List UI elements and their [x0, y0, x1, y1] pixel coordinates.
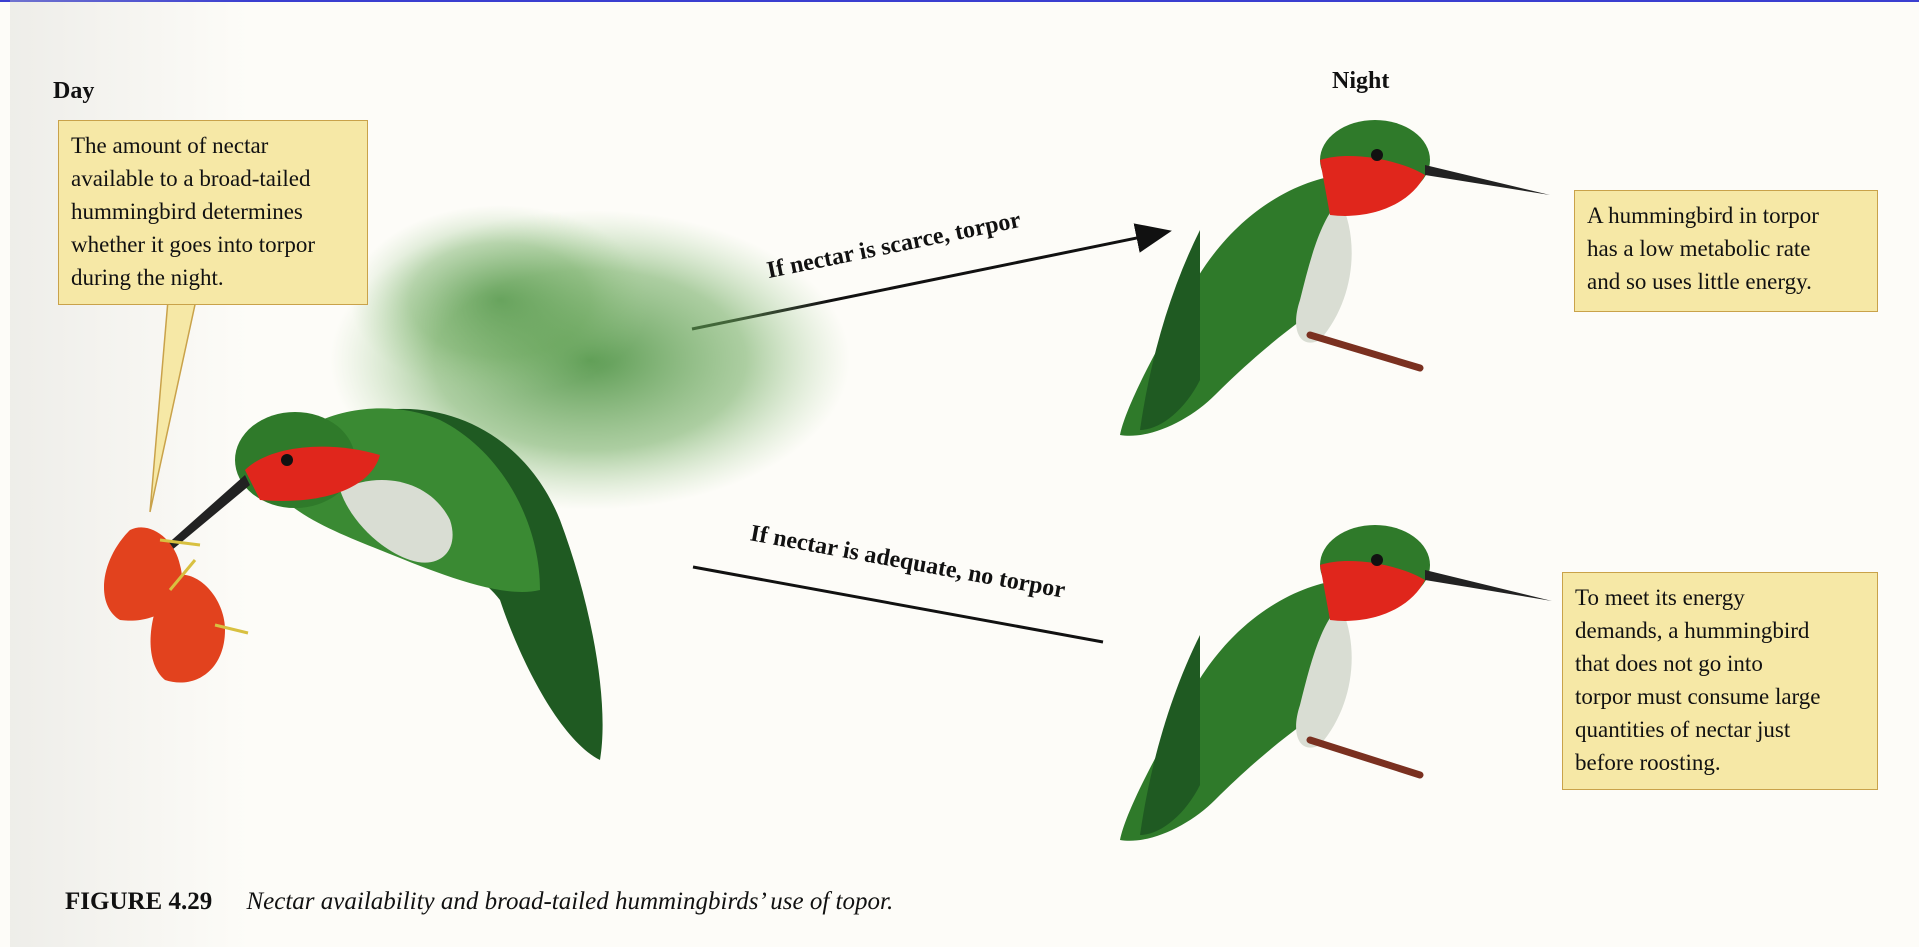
callout-line: that does not go into — [1575, 647, 1865, 680]
night-hummingbird-no-torpor — [1120, 525, 1552, 841]
figure-number: FIGURE 4.29 — [65, 888, 212, 915]
callout-line: quantities of nectar just — [1575, 713, 1865, 746]
day-callout: The amount of nectar available to a broa… — [58, 120, 368, 305]
callout-line: available to a broad-tailed — [71, 162, 355, 195]
night-hummingbird-torpor — [1120, 120, 1550, 436]
callout-line: demands, a hummingbird — [1575, 614, 1865, 647]
callout-line: torpor must consume large — [1575, 680, 1865, 713]
flowers — [104, 527, 248, 682]
day-label: Day — [53, 78, 94, 105]
night-label: Night — [1332, 68, 1389, 95]
callout-line: and so uses little energy. — [1587, 265, 1865, 298]
callout-line: To meet its energy — [1575, 581, 1865, 614]
callout-line: has a low metabolic rate — [1587, 232, 1865, 265]
figure-caption: FIGURE 4.29 Nectar availability and broa… — [65, 888, 893, 916]
callout-line: A hummingbird in torpor — [1587, 199, 1865, 232]
callout-line: before roosting. — [1575, 746, 1865, 779]
callout-line: hummingbird determines — [71, 195, 355, 228]
figure-caption-text: Nectar availability and broad-tailed hum… — [246, 888, 893, 915]
torpor-callout: A hummingbird in torpor has a low metabo… — [1574, 190, 1878, 312]
callout-line: whether it goes into torpor — [71, 228, 355, 261]
no-torpor-callout: To meet its energy demands, a hummingbir… — [1562, 572, 1878, 790]
callout-line: during the night. — [71, 261, 355, 294]
callout-line: The amount of nectar — [71, 129, 355, 162]
day-callout-pointer — [150, 300, 196, 512]
